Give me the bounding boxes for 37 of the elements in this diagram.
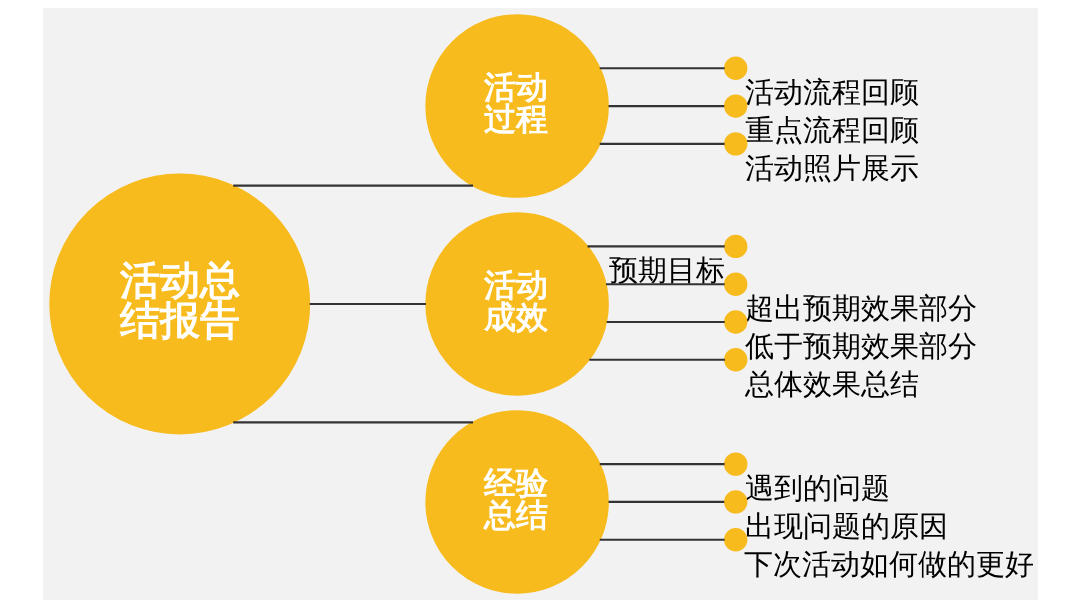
node-circle: [723, 272, 747, 296]
node-circle: [723, 452, 747, 476]
node-label: 超出预期效果部分: [744, 291, 977, 326]
connector: [588, 358, 725, 361]
connector: [599, 67, 725, 70]
node-label: 总体效果总结: [744, 366, 919, 401]
node-label: 出现问题的原因: [744, 508, 948, 543]
connector: [599, 142, 725, 145]
node-label: 低于预期效果部分: [744, 328, 977, 363]
node-circle: [723, 490, 747, 514]
connector: [232, 421, 473, 424]
node-circle: [723, 56, 747, 80]
node-circle: 活动成效: [424, 212, 609, 396]
node-circle: 活动过程: [424, 14, 609, 198]
connector: [309, 302, 426, 306]
connector: [587, 245, 725, 248]
node-label: 遇到的问题: [744, 470, 890, 505]
node-label: 重点流程回顾: [744, 112, 919, 147]
node-circle: [723, 528, 747, 552]
node-label: 活动流程回顾: [744, 75, 919, 110]
node-circle: 经验总结: [424, 410, 609, 594]
node-circle: [723, 234, 747, 259]
node-circle: [723, 348, 747, 372]
node-circle: [723, 94, 747, 118]
connector: [599, 463, 725, 466]
connector: [606, 320, 725, 324]
node-label: 预期目标: [608, 253, 725, 288]
node-circle: 活动总结报告: [48, 173, 310, 435]
connector: [608, 500, 724, 503]
connector: [232, 184, 473, 187]
connector: [608, 105, 724, 108]
node-circle: [723, 132, 747, 156]
node-label: 下次活动如何做的更好: [743, 546, 1034, 581]
connector: [599, 538, 725, 541]
connector: [605, 283, 725, 286]
node-label: 活动照片展示: [744, 150, 919, 185]
node-circle: [723, 310, 747, 334]
